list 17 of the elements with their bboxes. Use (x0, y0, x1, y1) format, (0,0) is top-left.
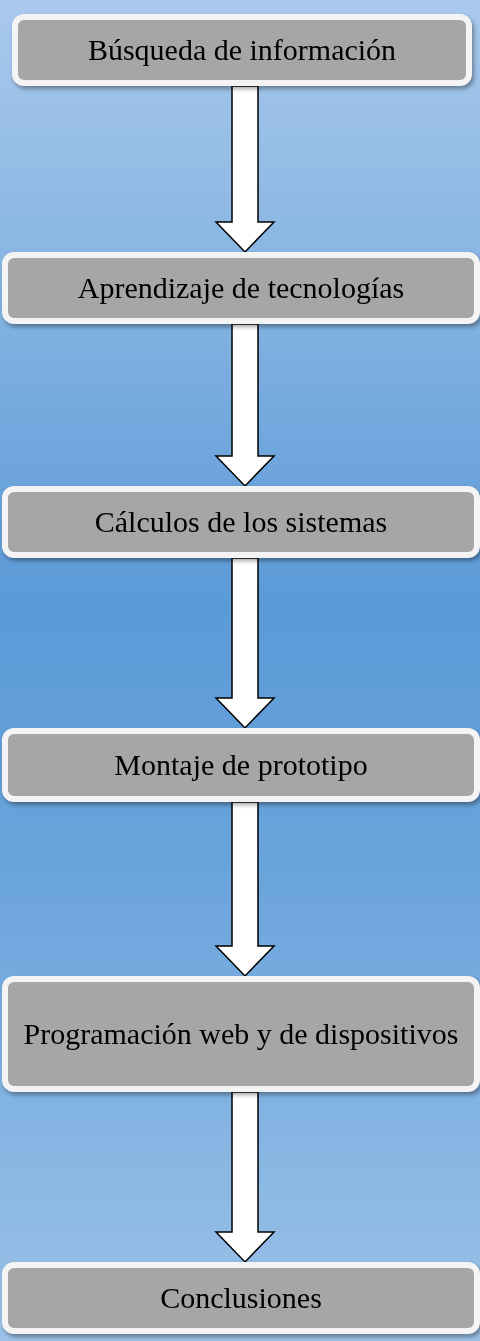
step-label: Montaje de prototipo (114, 749, 368, 781)
step-label: Conclusiones (160, 1282, 322, 1314)
process-box (2, 486, 480, 558)
step-label: Aprendizaje de tecnologías (77, 272, 405, 304)
step-label: Búsqueda de información (87, 34, 397, 66)
process-box (12, 14, 472, 86)
step-label: Cálculos de los sistemas (94, 506, 388, 538)
block-arrow (214, 85, 276, 254)
process-box (2, 1262, 480, 1334)
block-arrow (214, 801, 276, 978)
block-arrow (214, 1091, 276, 1264)
block-arrow (214, 323, 276, 488)
step-label: Programación web y de dispositivos (23, 1018, 459, 1050)
process-box (2, 976, 480, 1092)
block-arrow (214, 557, 276, 730)
process-box (2, 728, 480, 802)
process-box (2, 252, 480, 324)
